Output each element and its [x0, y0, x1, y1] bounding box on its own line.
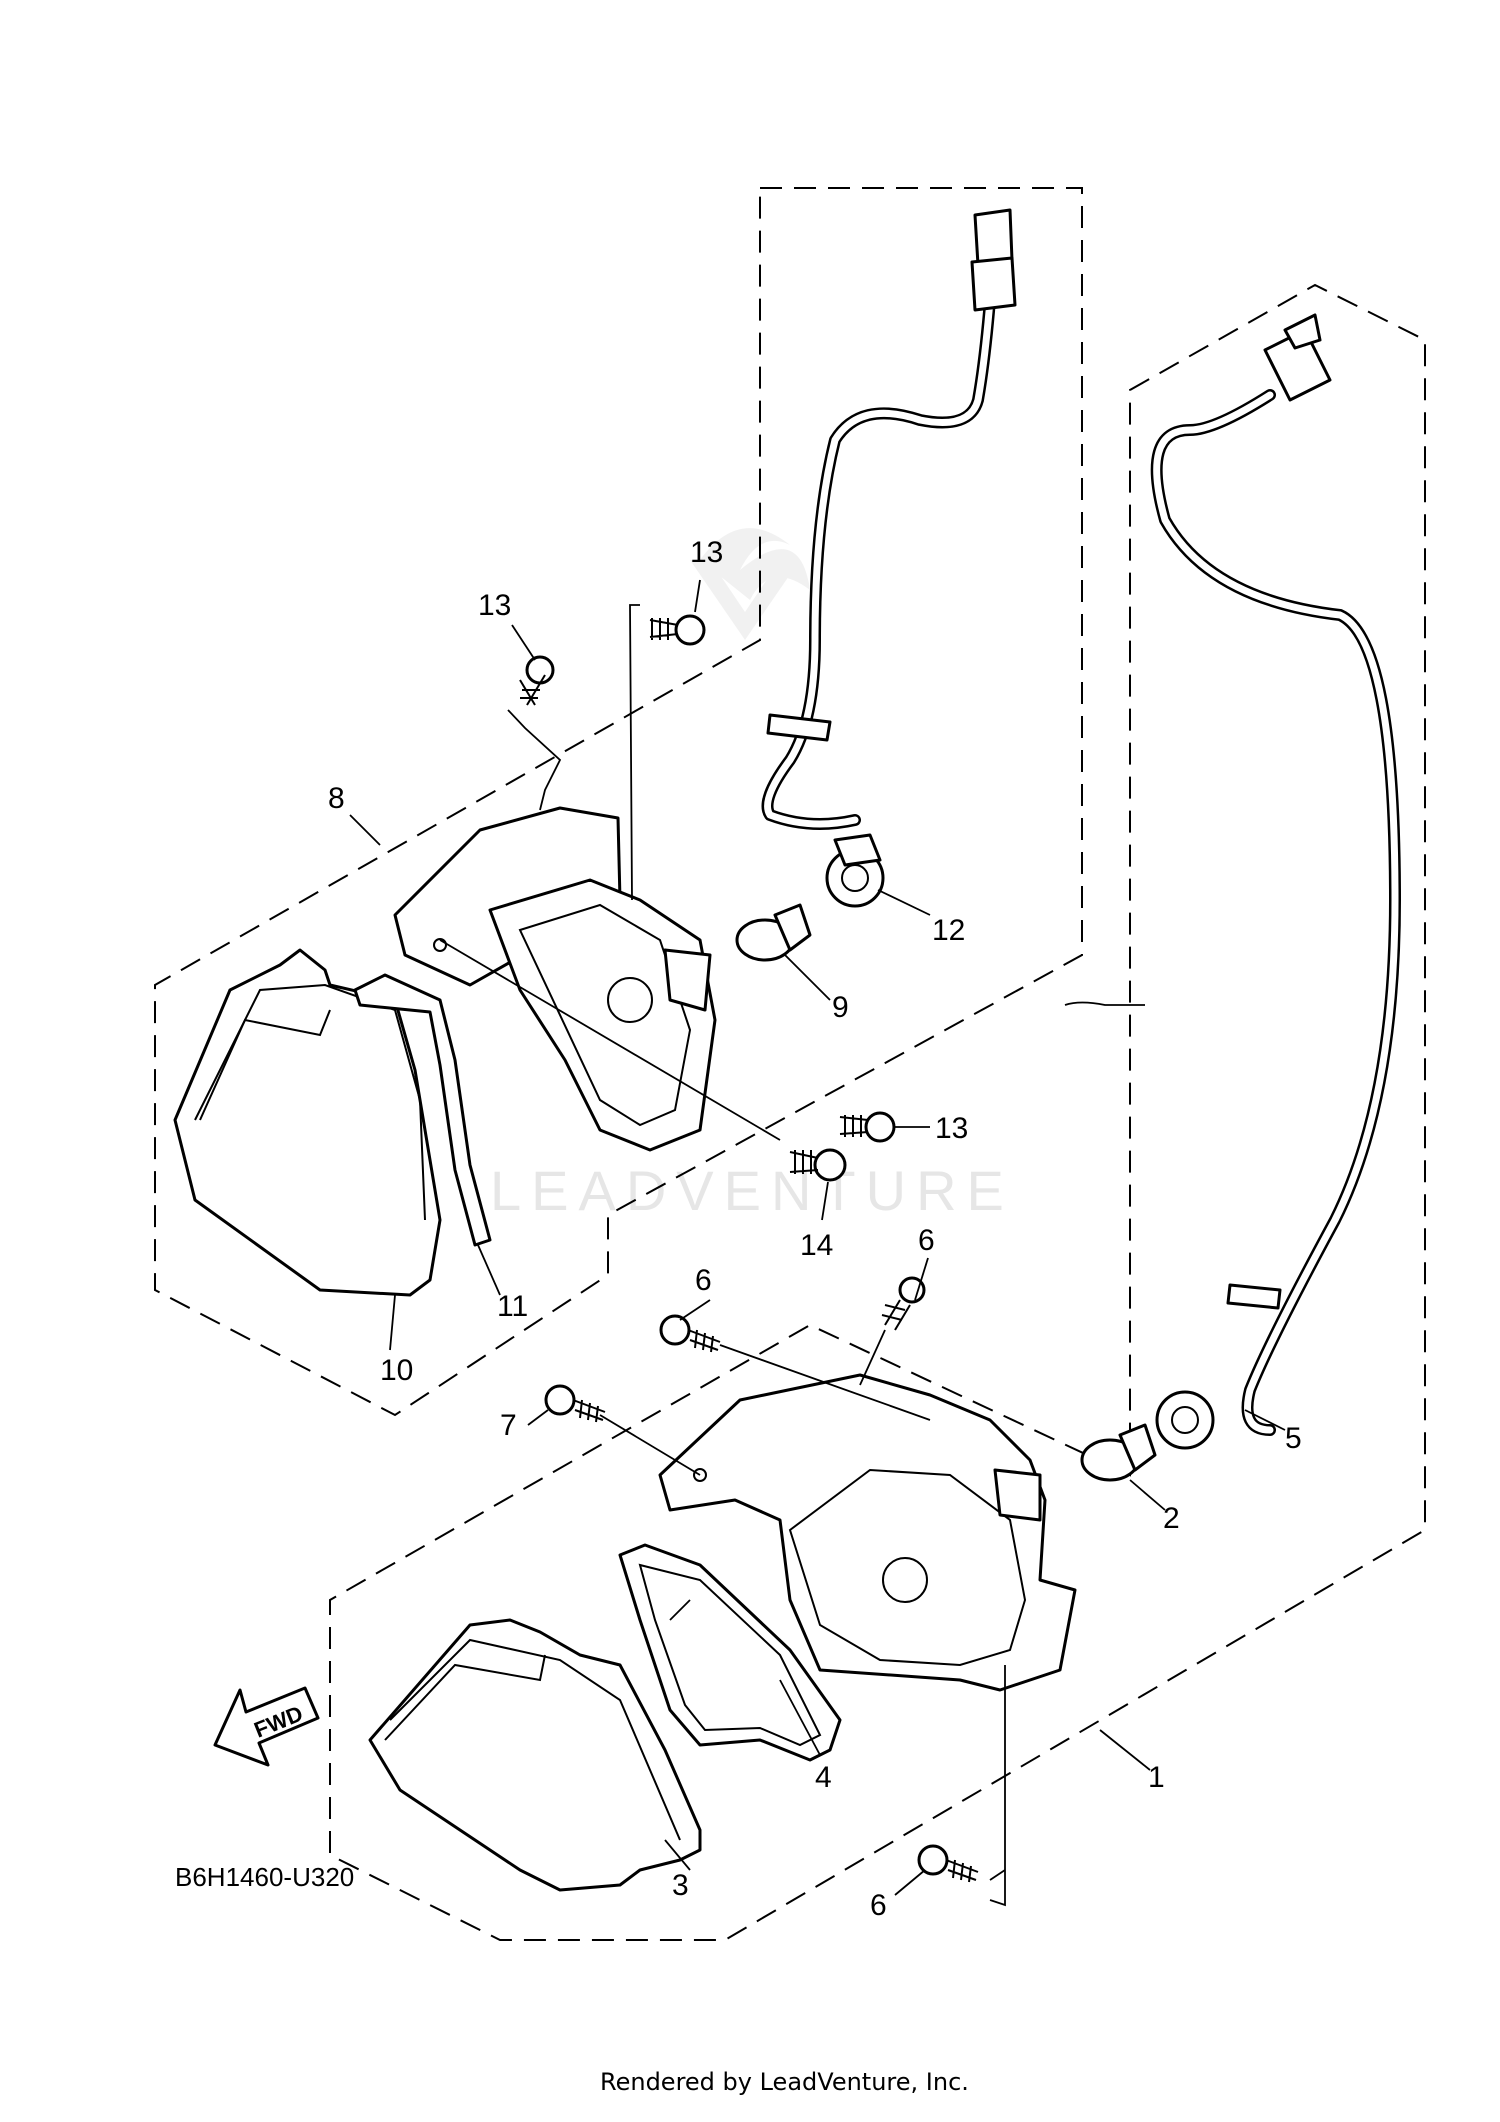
- screw-6-bottom: [917, 1844, 979, 1883]
- callout-4: 4: [815, 1761, 832, 1794]
- diagram-code: B6H1460-U320: [175, 1862, 354, 1892]
- group-boundary-lower-lamp: [329, 283, 1426, 1941]
- callout-2: 2: [1163, 1502, 1180, 1535]
- callout-3: 3: [672, 1869, 689, 1902]
- screw-7: [544, 1384, 606, 1423]
- callout-8: 8: [328, 782, 345, 815]
- screw-13-left: [519, 655, 555, 706]
- screw-13-top: [649, 614, 706, 646]
- upper-lens: [173, 948, 442, 1297]
- callout-7: 7: [500, 1409, 517, 1442]
- watermark-text: LEADVENTURE: [490, 1159, 1014, 1222]
- leader-lines: [349, 579, 1286, 1896]
- screw-6-upper-right: [881, 1276, 926, 1331]
- watermark-logo-icon: [690, 528, 810, 640]
- upper-wire-harness: [761, 208, 1017, 830]
- lower-lamp-housing: [658, 1373, 1077, 1692]
- upper-bulb: [735, 903, 812, 962]
- footer-credit: Rendered by LeadVenture, Inc.: [600, 2068, 969, 2096]
- callout-11: 11: [497, 1290, 528, 1323]
- lower-socket: [1155, 1390, 1215, 1450]
- group-boundary-upper-lamp: [154, 187, 1083, 1417]
- callout-13-top: 13: [690, 536, 723, 569]
- upper-lamp-housing: [393, 806, 717, 1152]
- callout-13-left: 13: [478, 589, 511, 622]
- lower-bulb: [1080, 1423, 1157, 1482]
- lower-wire-harness: [1150, 313, 1401, 1436]
- fastener-guide-lines: [439, 604, 1006, 1907]
- upper-gasket: [353, 973, 492, 1247]
- callout-12: 12: [932, 914, 965, 947]
- forward-direction-arrow: FWD: [213, 1686, 320, 1767]
- callout-6-upper-left: 6: [695, 1264, 712, 1297]
- callout-labels: 1 2 3 4 5 6 6 6 7 8 9 10 11 12 13 13 13 …: [328, 536, 1302, 1922]
- screw-14: [789, 1148, 847, 1182]
- callout-9: 9: [832, 991, 849, 1024]
- callout-6-bottom: 6: [870, 1889, 887, 1922]
- callout-1: 1: [1148, 1761, 1165, 1794]
- upper-socket: [825, 833, 885, 908]
- callout-5: 5: [1285, 1422, 1302, 1455]
- callout-14: 14: [800, 1229, 833, 1262]
- callout-10: 10: [380, 1354, 413, 1387]
- callout-13-right: 13: [935, 1112, 968, 1145]
- lower-lens: [368, 1618, 702, 1892]
- screw-13-right: [839, 1111, 896, 1143]
- callout-6-upper-right: 6: [918, 1224, 935, 1257]
- watermark: LEADVENTURE: [490, 528, 1014, 1222]
- screw-6-upper-left: [659, 1314, 721, 1353]
